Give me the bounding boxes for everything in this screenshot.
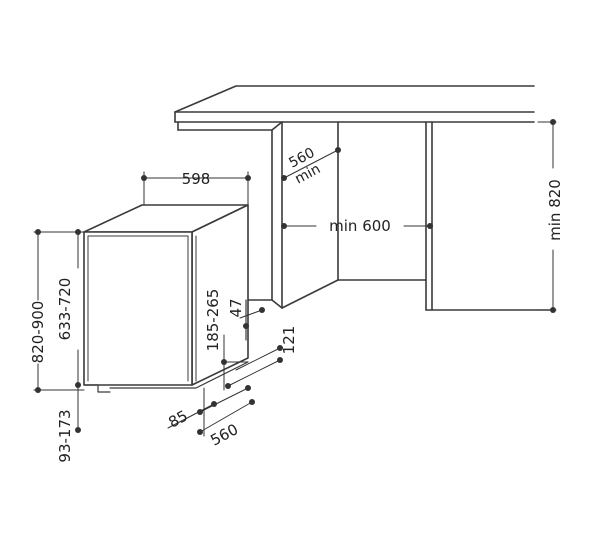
label-body-height: 633-720 [56,278,74,341]
label-side-clearance-121: 121 [280,326,298,355]
label-overall-height: 820-900 [29,301,47,364]
niche-frame [177,121,283,309]
dimension-dots [35,119,556,435]
dishwasher [83,204,249,393]
label-niche-width-min-600: min 600 [329,217,391,235]
cabinet-walls [281,121,551,311]
label-plinth-range: 185-265 [204,289,222,352]
label-offset-47: 47 [227,298,245,317]
label-plinth-height: 93-173 [56,409,74,462]
countertop [174,85,535,123]
label-niche-height-min-820: min 820 [546,179,564,241]
label-width-598: 598 [182,170,211,188]
